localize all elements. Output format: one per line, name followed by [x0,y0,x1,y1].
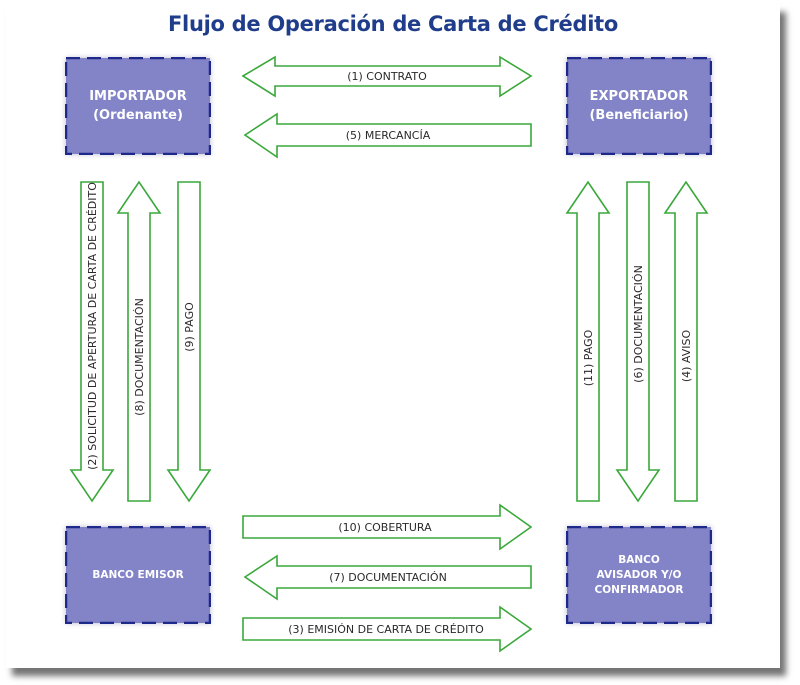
arrow-contrato [241,55,533,98]
arrow-cobertura [242,503,533,551]
node-banco-emisor-title: BANCO EMISOR [92,568,184,581]
label-mercancia: (5) MERCANCÍA [346,129,431,142]
node-importador-subtitle: (Ordenante) [93,108,183,123]
node-banco-avisador-line3: CONFIRMADOR [594,583,684,596]
arrow-documentacion-8 [116,180,162,502]
label-contrato: (1) CONTRATO [347,70,427,83]
label-documentacion-6: (6) DOCUMENTACIÓN [632,265,645,383]
label-aviso: (4) AVISO [680,330,693,383]
arrow-pago-9 [166,181,212,503]
label-pago-9: (9) PAGO [183,302,196,352]
label-documentacion-7: (7) DOCUMENTACIÓN [329,571,447,584]
node-importador-title: IMPORTADOR [89,89,187,104]
node-exportador-title: EXPORTADOR [589,89,689,104]
arrow-emision [242,605,533,653]
arrow-documentacion-6 [615,181,661,503]
node-banco-avisador-line1: BANCO [618,553,660,566]
arrow-pago-11 [565,180,611,502]
label-solicitud: (2) SOLICITUD DE APERTURA DE CARTA DE CR… [86,182,99,470]
label-emision: (3) EMISIÓN DE CARTA DE CRÉDITO [288,623,484,636]
arrow-solicitud [69,181,115,503]
node-banco-avisador-line2: AVISADOR Y/O [596,568,682,581]
label-pago-11: (11) PAGO [582,329,595,386]
node-importador: IMPORTADOR (Ordenante) [65,57,211,155]
arrow-mercancia [243,112,532,159]
arrow-aviso [663,180,709,502]
arrow-documentacion-7 [243,554,532,601]
diagram-title: Flujo de Operación de Carta de Crédito [168,12,618,36]
node-exportador-subtitle: (Beneficiario) [589,108,689,123]
label-documentacion-8: (8) DOCUMENTACIÓN [133,298,146,416]
label-cobertura: (10) COBERTURA [338,521,432,534]
